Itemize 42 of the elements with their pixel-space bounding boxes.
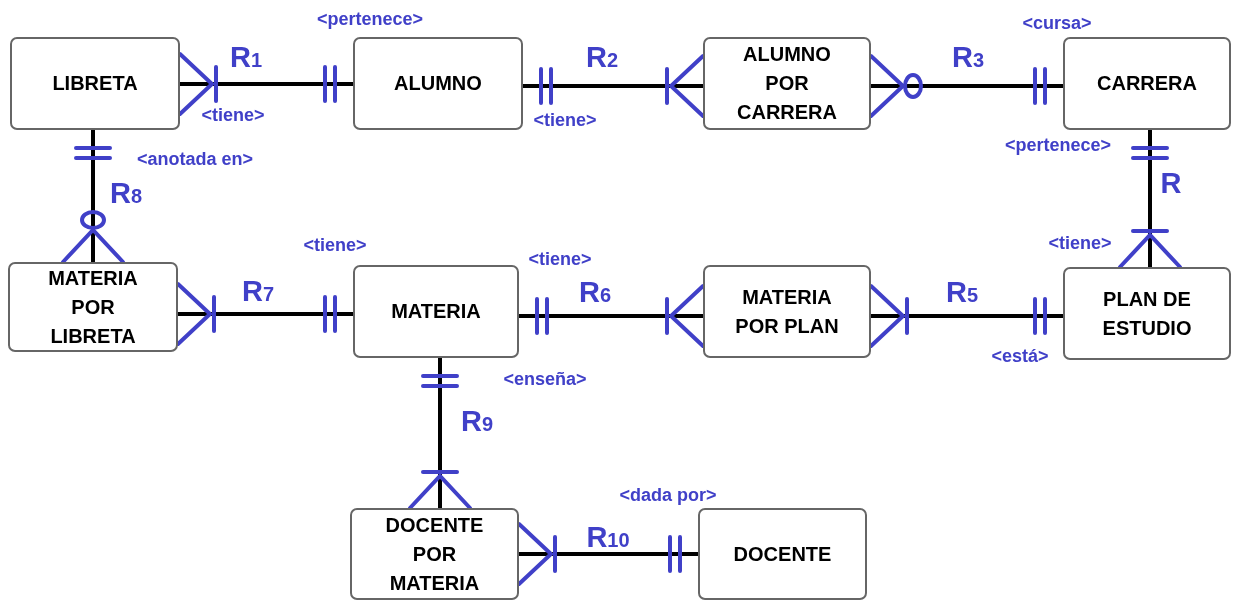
entity-name: PLAN DE ESTUDIO <box>1101 286 1193 341</box>
role-label: <tiene> <box>303 236 367 256</box>
entity-name: MATERIA POR LIBRETA <box>47 265 139 349</box>
entity-name: DOCENTE <box>733 541 832 567</box>
entity-name: ALUMNO POR CARRERA <box>736 42 838 125</box>
role-label: <cursa> <box>1022 14 1092 34</box>
entity-box <box>703 265 871 358</box>
entity-name: LIBRETA <box>52 71 138 96</box>
entity-name: DOCENTE POR MATERIA <box>384 512 485 596</box>
role-label: <pertenece> <box>316 10 424 30</box>
role-label: <anotada en> <box>137 150 253 170</box>
entity-box <box>1063 267 1231 360</box>
role-label: <dada por> <box>619 486 717 506</box>
relationship-line <box>178 52 353 116</box>
entity-name: MATERIA POR PLAN <box>734 284 840 339</box>
role-label: <tiene> <box>533 111 597 131</box>
relationship-line <box>176 282 353 346</box>
entity-box <box>10 37 180 130</box>
relationship-line <box>408 358 472 510</box>
role-label: <tiene> <box>528 250 592 270</box>
relationship-line <box>61 130 125 264</box>
relationship-line <box>869 284 1063 348</box>
role-label: <tiene> <box>1048 234 1112 254</box>
role-label: <está> <box>991 347 1049 367</box>
entity-name: MATERIA <box>391 299 481 324</box>
role-label: <tiene> <box>201 106 265 126</box>
relationship-line <box>523 54 705 118</box>
entity-name: ALUMNO <box>394 71 482 96</box>
entity-name: CARRERA <box>1097 71 1197 96</box>
relationship-line <box>1118 130 1182 269</box>
role-label: <pertenece> <box>1004 136 1112 156</box>
entity-box <box>698 508 867 600</box>
entity-box <box>353 265 519 358</box>
entity-box <box>350 508 519 600</box>
entity-box <box>703 37 871 130</box>
relationship-line <box>517 522 698 586</box>
entity-box <box>1063 37 1231 130</box>
relationship-line <box>869 54 1063 118</box>
entity-box <box>353 37 523 130</box>
relationship-line <box>519 284 705 348</box>
role-label: <enseña> <box>503 370 587 390</box>
entity-box <box>8 262 178 352</box>
